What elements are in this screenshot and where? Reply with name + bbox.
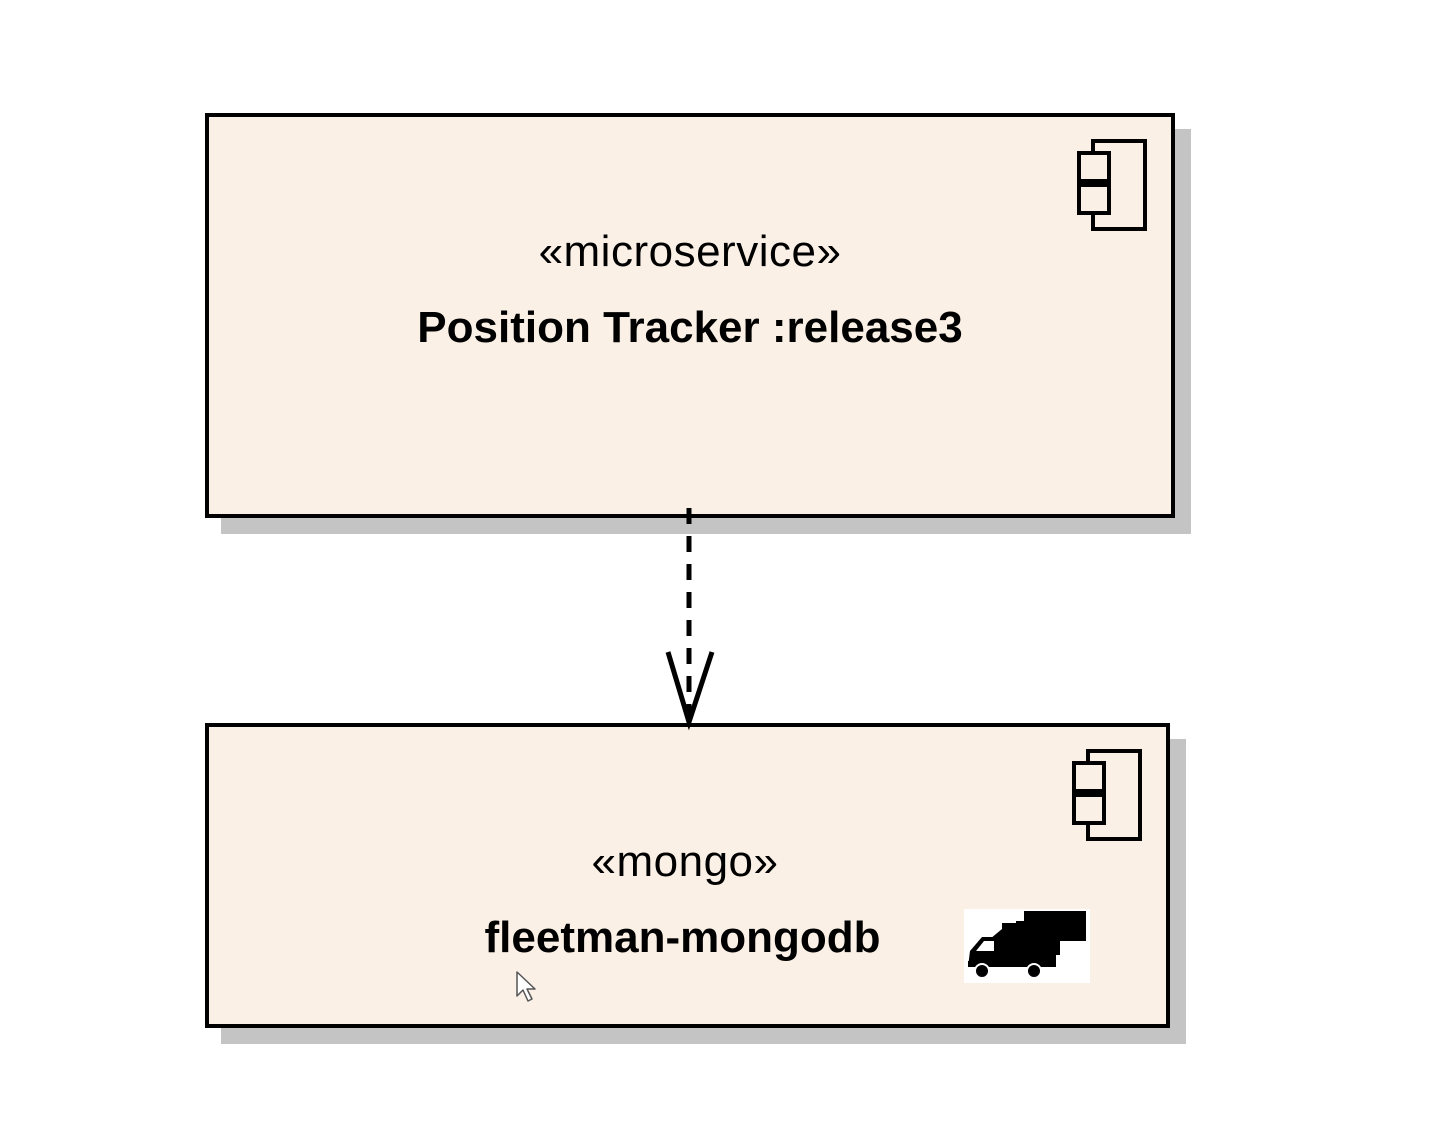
component-stereotype: «mongo» [591, 837, 779, 886]
component-position-tracker[interactable]: «microservice» Position Tracker :release… [205, 113, 1175, 518]
component-fleetman-mongodb[interactable]: «mongo» fleetman-mongodb [205, 723, 1170, 1028]
component-name: Position Tracker :release3 [417, 303, 963, 352]
trucks-icon [964, 909, 1090, 983]
open-arrowhead [665, 651, 715, 731]
component-name: fleetman-mongodb [484, 913, 881, 962]
uml-component-icon [1077, 139, 1147, 231]
mouse-pointer-icon [516, 971, 536, 1002]
uml-component-icon [1072, 749, 1142, 841]
component-stereotype: «microservice» [538, 227, 842, 276]
